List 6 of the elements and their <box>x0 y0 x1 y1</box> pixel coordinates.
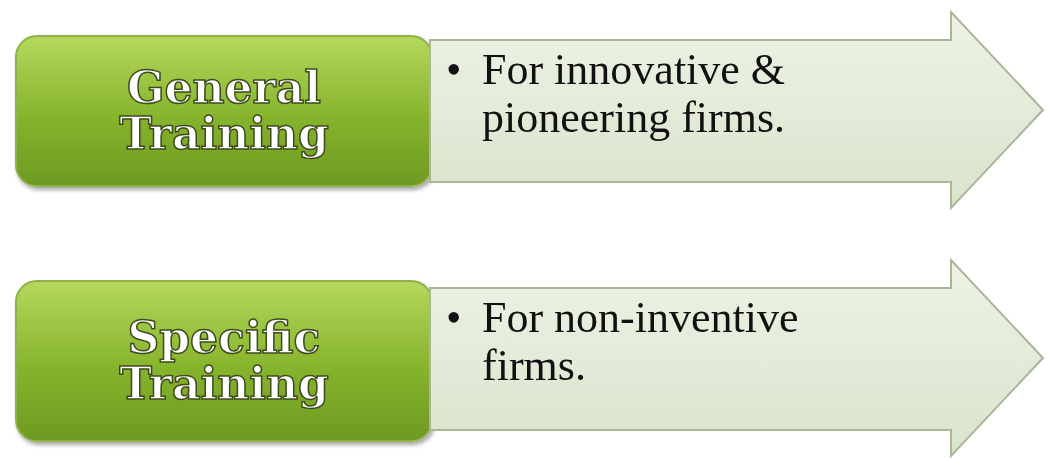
box-title: General Training <box>118 64 330 158</box>
bullet-marker: • <box>446 294 463 343</box>
bullet-marker: • <box>446 46 463 95</box>
bullet-text: For non-inventive firms. <box>482 294 800 391</box>
box-title: Specific Training <box>118 314 330 408</box>
bullet-text: For innovative & pioneering firms. <box>482 46 787 143</box>
